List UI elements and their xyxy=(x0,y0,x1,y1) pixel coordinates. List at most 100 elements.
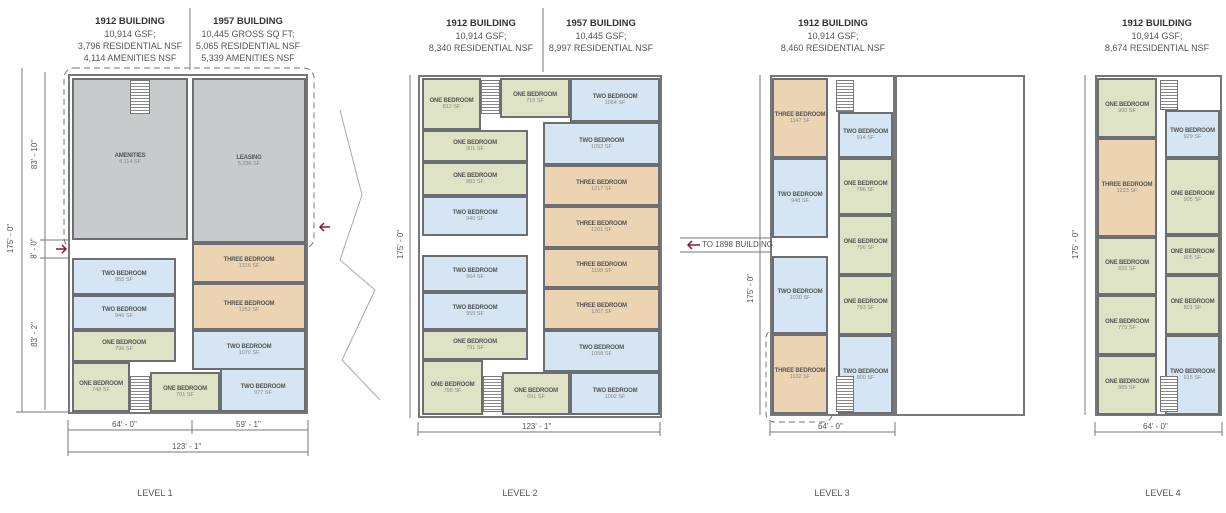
room-area: 883 SF xyxy=(466,179,484,185)
room-type: THREE BEDROOM xyxy=(223,300,275,307)
room-type: ONE BEDROOM xyxy=(429,98,474,104)
room-type: ONE BEDROOM xyxy=(1105,102,1149,108)
room-area: 691 SF xyxy=(527,393,545,400)
room-type: ONE BEDROOM xyxy=(1170,190,1215,197)
room-type: TWO BEDROOM xyxy=(101,270,147,277)
dim-lower: 83' - 2" xyxy=(29,322,39,347)
stair-icon xyxy=(1160,376,1178,412)
dim-total-width: 123' - 1" xyxy=(522,422,552,431)
room-area: 793 SF xyxy=(856,305,875,311)
room-type: TWO BEDROOM xyxy=(592,94,638,100)
room-area: 1198 SF xyxy=(591,268,612,274)
room-type: ONE BEDROOM xyxy=(163,386,207,392)
room-area: 1002 SF xyxy=(604,393,626,400)
room-type: ONE BEDROOM xyxy=(453,339,497,345)
room-area: 1201 SF xyxy=(591,227,612,233)
room-area: 796 SF xyxy=(115,346,133,352)
room-type: THREE BEDROOM xyxy=(774,368,826,374)
room-area: 905 SF xyxy=(1183,196,1202,203)
room-type: THREE BEDROOM xyxy=(223,257,275,263)
room-area: 1064 SF xyxy=(604,100,626,106)
stair-icon xyxy=(836,376,854,412)
room-area: 701 SF xyxy=(176,392,194,398)
room-area: 901 SF xyxy=(466,146,484,152)
room-area: 779 SF xyxy=(1118,325,1136,331)
stair-icon xyxy=(130,80,150,114)
room-area: 796 SF xyxy=(856,186,875,193)
room-area: 905 SF xyxy=(1183,255,1202,261)
room-area: 900 SF xyxy=(1118,108,1136,114)
level4-label: LEVEL 4 xyxy=(1145,488,1181,498)
room-area: 748 SF xyxy=(92,387,110,393)
room-area: 940 SF xyxy=(466,216,484,222)
dim-total-width: 123' - 1" xyxy=(172,442,202,451)
dim-total-width: 64' - 0" xyxy=(1143,422,1168,431)
level1-label: LEVEL 1 xyxy=(137,488,173,498)
room-area: 964 SF xyxy=(466,273,484,280)
dim-total-height: 175' - 0" xyxy=(6,223,16,254)
room-type: ONE BEDROOM xyxy=(1105,260,1149,266)
connector-label: TO 1898 BUILDING xyxy=(702,240,773,249)
room-area: 1070 SF xyxy=(238,350,260,356)
room-area: 4,114 SF xyxy=(119,159,141,165)
room-area: 798 SF xyxy=(443,387,462,394)
room-area: 1223 SF xyxy=(1116,187,1138,194)
room-area: 1147 SF xyxy=(789,118,811,124)
dim-total-height: 175' - 0" xyxy=(396,229,406,260)
room-type: ONE BEDROOM xyxy=(514,387,558,394)
dim-total-width: 64' - 0" xyxy=(818,422,843,431)
room-type: TWO BEDROOM xyxy=(579,345,624,351)
room-area: 1352 SF xyxy=(238,306,260,313)
room-type: TWO BEDROOM xyxy=(452,305,498,311)
room-area: 977 SF xyxy=(254,390,272,396)
room-area: 1217 SF xyxy=(591,185,612,192)
room-type: ONE BEDROOM xyxy=(843,239,888,245)
room-type: TWO BEDROOM xyxy=(452,210,498,216)
room-area: 1132 SF xyxy=(789,374,811,380)
dim-upper: 83' - 10" xyxy=(30,139,40,170)
room-type: TWO BEDROOM xyxy=(240,384,286,390)
room-area: 1058 SF xyxy=(591,351,612,357)
level2-label: LEVEL 2 xyxy=(502,488,538,498)
room-type: ONE BEDROOM xyxy=(430,381,475,388)
room-area: 929 SF xyxy=(1183,134,1202,140)
room-area: 1052 SF xyxy=(591,143,612,150)
room-type: TWO BEDROOM xyxy=(1170,128,1215,134)
room-type: ONE BEDROOM xyxy=(1170,299,1215,305)
room-type: THREE BEDROOM xyxy=(576,303,627,309)
room-type: ONE BEDROOM xyxy=(1105,379,1149,385)
